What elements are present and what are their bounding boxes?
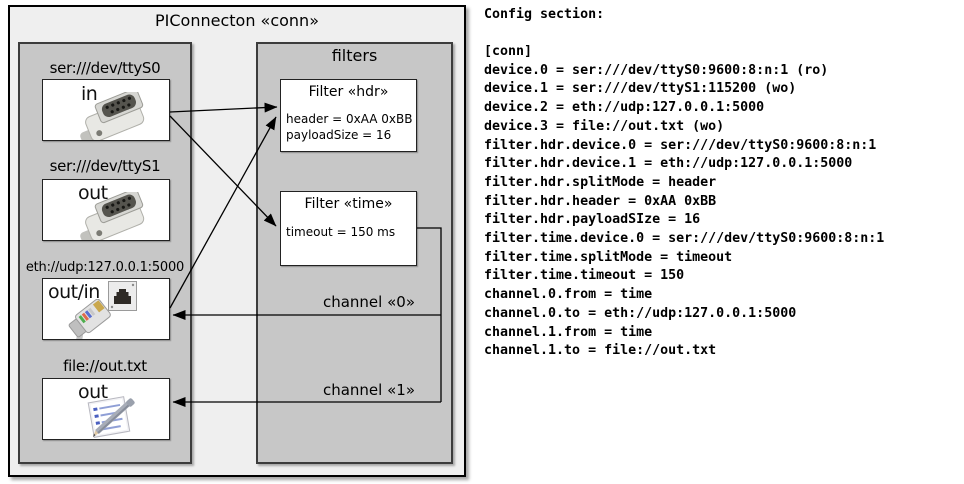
device-label-ttys0: ser:///dev/ttyS0: [49, 59, 161, 77]
channel-1-label: channel «1»: [322, 381, 415, 399]
filter-hdr-attr-header: header = 0xAA 0xBB: [286, 112, 413, 126]
device-label-eth: eth://udp:127.0.0.1:5000: [25, 260, 185, 275]
config-line: filter.hdr.splitMode = header: [484, 174, 717, 190]
config-lines: [conn] device.0 = ser:///dev/ttyS0:9600:…: [484, 43, 884, 361]
config-line: device.1 = ser:///dev/ttyS1:115200 (wo): [484, 81, 797, 97]
config-line: filter.hdr.device.1 = eth://udp:127.0.0.…: [484, 156, 853, 172]
device-box-ttys1: out: [42, 179, 170, 241]
filter-box-time: Filter «time» timeout = 150 ms: [280, 191, 417, 266]
device-port-label: in: [81, 83, 98, 105]
device-box-file: out: [42, 378, 170, 440]
config-heading: Config section:: [484, 7, 605, 22]
channel-0-label: channel «0»: [322, 293, 415, 311]
rj45-plug-icon: [68, 299, 111, 339]
config-line: filter.time.device.0 = ser:///dev/ttyS0:…: [484, 231, 885, 247]
rj45-port-icon: [108, 281, 137, 311]
serial-connector-icon: [80, 192, 145, 240]
config-line: [conn]: [484, 44, 533, 59]
connector-diagram: PIConnecton «conn» ser:///dev/ttyS0 in: [8, 5, 466, 477]
filter-hdr-title: Filter «hdr»: [308, 84, 389, 100]
filter-hdr-attr-payloadsize: payloadSize = 16: [286, 128, 392, 142]
config-line: filter.hdr.header = 0xAA 0xBB: [484, 193, 717, 209]
config-line: filter.hdr.device.0 = ser:///dev/ttyS0:9…: [484, 137, 877, 153]
filter-time-attr-timeout: timeout = 150 ms: [286, 225, 396, 239]
config-line: channel.1.from = time: [484, 324, 653, 340]
filters-panel-title: filters: [331, 46, 378, 65]
device-port-label: out: [78, 381, 108, 403]
config-section: Config section: [conn] device.0 = ser://…: [484, 0, 964, 484]
config-line: filter.hdr.payloadSIze = 16: [484, 212, 701, 228]
serial-connector-icon: [80, 92, 145, 140]
notepad-pencil-icon: [87, 396, 135, 438]
filters-panel: filters Filter «hdr» header = 0xAA 0xBB …: [256, 42, 453, 464]
config-line: channel.1.to = file://out.txt: [484, 343, 717, 359]
config-line: filter.time.splitMode = timeout: [484, 249, 733, 265]
config-line: channel.0.to = eth://udp:127.0.0.1:5000: [484, 305, 797, 321]
device-label-ttys1: ser:///dev/ttyS1: [49, 157, 161, 175]
devices-panel: ser:///dev/ttyS0 in ser:///dev/ttyS1: [18, 42, 192, 464]
device-port-label: out/in: [48, 281, 100, 303]
device-label-file: file://out.txt: [63, 357, 147, 375]
filter-box-hdr: Filter «hdr» header = 0xAA 0xBB payloadS…: [280, 79, 417, 152]
config-line: device.3 = file://out.txt (wo): [484, 118, 725, 134]
config-line: device.0 = ser:///dev/ttyS0:9600:8:n:1 (…: [484, 62, 829, 78]
config-line: device.2 = eth://udp:127.0.0.1:5000: [484, 100, 765, 116]
device-box-eth: out/in: [42, 278, 170, 340]
diagram-title: PIConnecton «conn»: [155, 11, 319, 30]
config-line: filter.time.timeout = 150: [484, 268, 685, 284]
device-box-ttys0: in: [42, 79, 170, 141]
filter-time-title: Filter «time»: [304, 196, 393, 212]
config-line: channel.0.from = time: [484, 287, 653, 303]
device-port-label: out: [78, 182, 108, 204]
